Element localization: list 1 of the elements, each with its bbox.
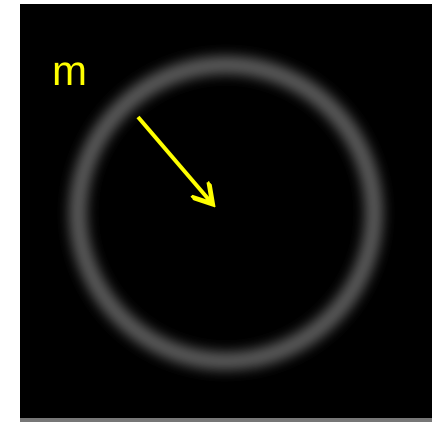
symbol-label: m xyxy=(52,50,87,92)
